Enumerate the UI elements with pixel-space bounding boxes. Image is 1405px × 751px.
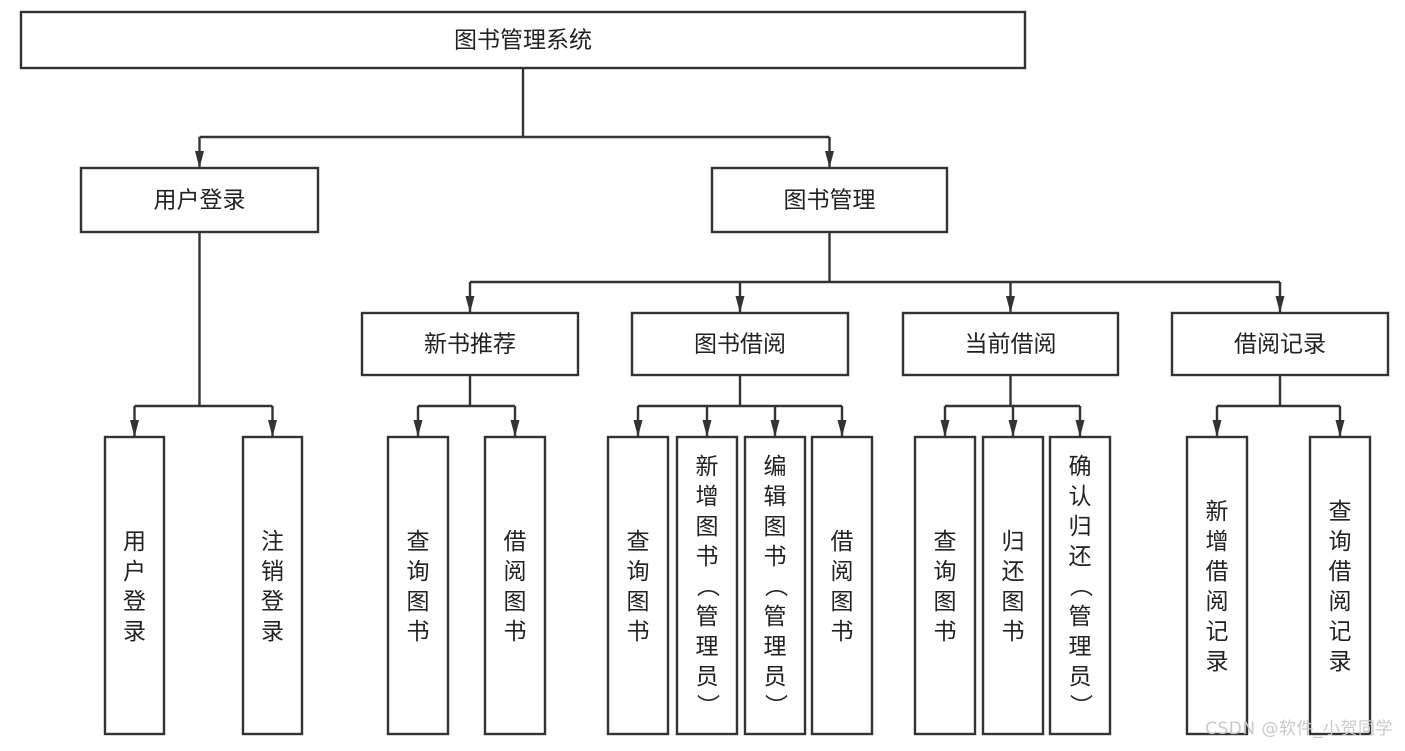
connector-arrow-icon [413,420,423,437]
node-box-book-borrow [630,311,850,377]
connector-arrow-icon [940,420,950,437]
node-label-root: 图书管理系统 [454,28,592,54]
node-box-leaf-query-book-2 [606,435,670,736]
connector-arrow-icon [465,296,475,313]
node-label-leaf-borrow-book-1: 借阅图书 [504,529,527,645]
node-box-current-borrow [901,311,1120,377]
node-new-book-rec[interactable]: 新书推荐 [360,311,580,377]
node-borrow-record[interactable]: 借阅记录 [1170,311,1390,377]
connector-arrow-icon [268,420,277,437]
node-user-login[interactable]: 用户登录 [79,166,320,234]
node-leaf-borrow-book-1[interactable]: 借阅图书 [483,435,547,736]
connector-arrow-icon [702,420,712,437]
node-box-leaf-borrow-book-2 [810,435,874,736]
connector-arrow-icon [770,420,780,437]
node-box-borrow-record [1170,311,1390,377]
node-label-leaf-query-book-2: 查询图书 [627,529,650,645]
node-box-user-login [79,166,320,234]
node-leaf-query-record[interactable]: 查询借阅记录 [1308,435,1372,736]
connector-group-new-book-rec [413,375,520,437]
node-leaf-user-login[interactable]: 用户登录 [103,435,166,736]
node-label-leaf-confirm-return: 确认归还（管理员） [1069,454,1094,720]
connector-arrow-icon [130,420,139,437]
node-box-leaf-borrow-book-1 [483,435,547,736]
node-leaf-borrow-book-2[interactable]: 借阅图书 [810,435,874,736]
connector-arrow-icon [1006,296,1015,313]
connector-group-root [195,68,834,168]
node-label-current-borrow: 当前借阅 [965,332,1057,358]
node-root[interactable]: 图书管理系统 [19,10,1027,70]
node-box-leaf-query-book-1 [386,435,450,736]
connector-arrow-icon [825,151,834,168]
nodes-layer: 图书管理系统用户登录图书管理新书推荐图书借阅当前借阅借阅记录用户登录注销登录查询… [19,10,1390,736]
connector-group-book-borrow [633,375,847,437]
connector-group-borrow-record [1212,375,1345,437]
node-box-leaf-user-login [103,435,166,736]
connector-group-book-manage [465,232,1285,313]
node-label-leaf-query-book-1: 查询图书 [407,529,430,645]
node-box-leaf-confirm-return [1048,435,1112,736]
node-leaf-query-book-3[interactable]: 查询图书 [913,435,977,736]
connector-arrow-icon [837,420,847,437]
node-label-leaf-return-book: 归还图书 [1002,529,1025,645]
node-label-leaf-user-login: 用户登录 [123,529,146,645]
node-box-leaf-add-book [675,435,739,736]
connector-arrow-icon [735,296,745,313]
connector-arrow-icon [1335,420,1345,437]
node-box-leaf-add-record [1185,435,1249,736]
node-box-leaf-return-book [981,435,1045,736]
csdn-watermark: CSDN @软件_小贺同学 [1205,719,1393,739]
node-leaf-confirm-return[interactable]: 确认归还（管理员） [1048,435,1112,736]
node-box-new-book-rec [360,311,580,377]
connector-group-current-borrow [940,375,1085,437]
node-box-leaf-edit-book [743,435,807,736]
node-label-book-manage: 图书管理 [784,188,876,214]
connector-arrow-icon [510,420,520,437]
node-book-borrow[interactable]: 图书借阅 [630,311,850,377]
node-leaf-logout[interactable]: 注销登录 [241,435,304,736]
node-label-user-login: 用户登录 [154,188,246,214]
node-label-book-borrow: 图书借阅 [694,332,786,358]
node-leaf-query-book-2[interactable]: 查询图书 [606,435,670,736]
node-box-book-manage [710,166,949,234]
node-current-borrow[interactable]: 当前借阅 [901,311,1120,377]
node-label-new-book-rec: 新书推荐 [424,332,516,358]
node-leaf-edit-book[interactable]: 编辑图书（管理员） [743,435,807,736]
connector-arrow-icon [1275,296,1285,313]
connector-arrow-icon [633,420,643,437]
node-label-leaf-edit-book: 编辑图书（管理员） [764,454,789,720]
node-box-root [19,10,1027,70]
connector-arrow-icon [1008,420,1018,437]
node-label-leaf-borrow-book-2: 借阅图书 [831,529,854,645]
node-leaf-add-record[interactable]: 新增借阅记录 [1185,435,1249,736]
node-leaf-return-book[interactable]: 归还图书 [981,435,1045,736]
connector-arrow-icon [195,151,204,168]
node-label-leaf-query-book-3: 查询图书 [934,529,957,645]
connector-arrow-icon [1212,420,1222,437]
node-box-leaf-query-book-3 [913,435,977,736]
node-book-manage[interactable]: 图书管理 [710,166,949,234]
node-box-leaf-logout [241,435,304,736]
node-label-leaf-add-book: 新增图书（管理员） [696,454,721,720]
connector-arrow-icon [1075,420,1085,437]
node-box-leaf-query-record [1308,435,1372,736]
node-label-leaf-add-record: 新增借阅记录 [1206,499,1229,675]
node-label-leaf-logout: 注销登录 [261,529,284,645]
connector-group-user-login [130,232,277,437]
node-leaf-add-book[interactable]: 新增图书（管理员） [675,435,739,736]
node-label-leaf-query-record: 查询借阅记录 [1329,499,1352,675]
node-label-borrow-record: 借阅记录 [1234,332,1326,358]
connectors-layer [130,68,1345,437]
node-leaf-query-book-1[interactable]: 查询图书 [386,435,450,736]
